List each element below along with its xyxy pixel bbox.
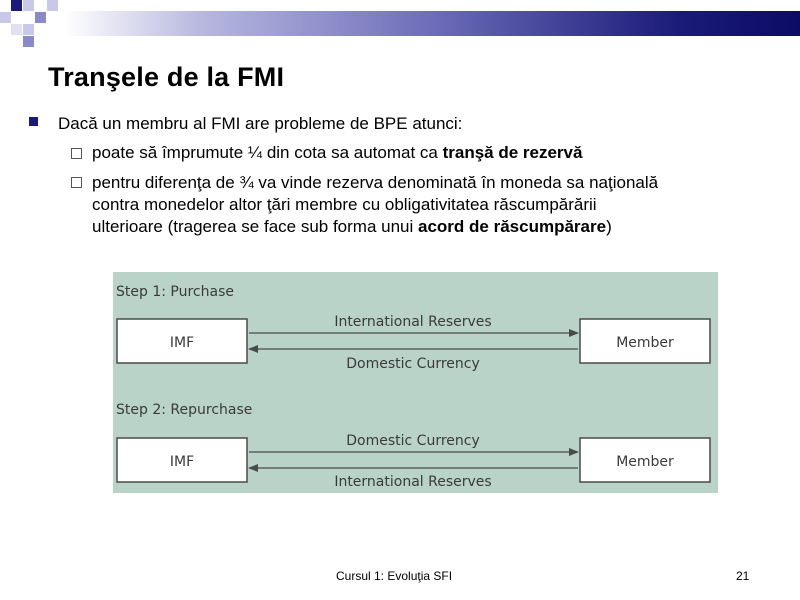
step2-label: Step 2: Repurchase: [116, 402, 252, 418]
sub-bullet-2-line3-bold: acord de răscumpărare: [418, 217, 607, 236]
step1-imf-label: IMF: [170, 335, 194, 351]
step1-arrow-top-label: International Reserves: [334, 314, 491, 330]
step1-label: Step 1: Purchase: [116, 284, 234, 300]
footer-course-title: Cursul 1: Evoluţia SFI: [336, 569, 453, 583]
sub-bullet-square-icon: [71, 177, 82, 188]
slide-title: Tranşele de la FMI: [48, 62, 285, 92]
step2-imf-label: IMF: [170, 454, 194, 470]
sub-bullet-2-line2: contra monedelor altor ţări membre cu ob…: [92, 195, 597, 214]
header-square-decoration: [11, 24, 22, 35]
sub-bullet-1-bold: tranşă de rezervă: [442, 143, 583, 162]
step1-arrow-bottom-label: Domestic Currency: [346, 356, 480, 372]
sub-bullet-2-line1: pentru diferenţa de ¾ va vinde rezerva d…: [92, 173, 659, 192]
diagram-svg: Step 1: Purchase IMF Member Internationa…: [116, 284, 711, 490]
header-square-decoration: [23, 0, 34, 11]
footer-page-number: 21: [736, 569, 750, 583]
header-square-decoration: [35, 12, 46, 23]
header-square-decoration: [11, 0, 22, 11]
sub-bullet-2-line3: ulterioare (tragerea se face sub forma u…: [92, 216, 772, 238]
step2-imf-box: [116, 437, 248, 483]
step2-member-label: Member: [616, 454, 674, 470]
step1-member-box: [579, 318, 711, 364]
header-square-decoration: [0, 12, 11, 23]
header-square-decoration: [23, 24, 34, 35]
bullet-main-text: Dacă un membru al FMI are probleme de BP…: [58, 114, 463, 133]
header-square-decoration: [47, 0, 58, 11]
step2-arrow-top-label: Domestic Currency: [346, 433, 480, 449]
step2-arrow-bottom-label: International Reserves: [334, 474, 491, 490]
header-gradient-bar: [0, 11, 800, 36]
sub-bullet-2-line3-end: ): [606, 217, 612, 236]
sub-bullet-2-line3-plain: ulterioare (tragerea se face sub forma u…: [92, 217, 419, 236]
sub-bullet-1-text: poate să împrumute ¼ din cota sa automat…: [92, 142, 772, 164]
imf-purchase-repurchase-diagram: Step 1: Purchase IMF Member Internationa…: [113, 272, 718, 493]
step1-imf-box: [116, 318, 248, 364]
sub-bullet-1-plain: poate să împrumute ¼ din cota sa automat…: [92, 143, 443, 162]
sub-bullet-2-text: pentru diferenţa de ¾ va vinde rezerva d…: [92, 172, 772, 238]
step2-member-box: [579, 437, 711, 483]
sub-bullet-square-icon: [71, 148, 82, 159]
step1-member-label: Member: [616, 335, 674, 351]
bullet-square-icon: [29, 117, 38, 126]
header-square-decoration: [23, 36, 34, 47]
